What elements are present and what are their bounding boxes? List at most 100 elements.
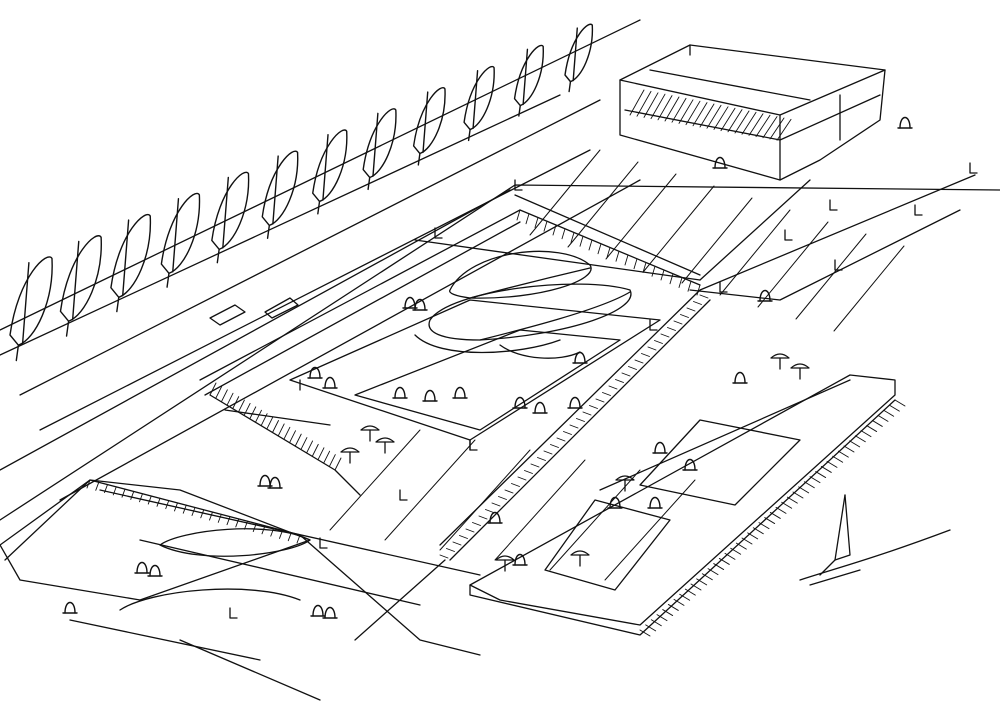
facade-stroke <box>699 103 715 128</box>
paving-stripe <box>494 459 586 561</box>
hatch-stroke <box>595 398 605 403</box>
hatch-stroke <box>317 447 325 461</box>
sail-support <box>367 176 371 191</box>
sailboat <box>799 494 951 586</box>
paving-stripe <box>329 429 421 531</box>
hatch-stroke <box>684 588 696 596</box>
person-figure <box>514 396 526 409</box>
sail-support <box>216 248 220 264</box>
hatch-stroke <box>524 470 533 474</box>
person-figure <box>324 376 336 389</box>
hatch-stroke <box>628 366 637 370</box>
facade-stroke <box>657 95 673 121</box>
hatch-stroke <box>686 307 696 312</box>
paving-stripe <box>529 149 601 236</box>
hatch-stroke <box>696 284 701 296</box>
facade-stroke <box>713 106 729 130</box>
hatch-stroke <box>654 340 663 344</box>
hatch-stroke <box>650 619 662 627</box>
hatch-stroke <box>656 614 668 622</box>
bollard <box>969 162 978 174</box>
bollard <box>319 537 328 549</box>
facade-stroke <box>769 117 785 140</box>
paving-stripe <box>643 185 715 272</box>
hatch-stroke <box>699 294 709 299</box>
sail-mast <box>572 27 578 82</box>
hatch-stroke <box>615 250 620 262</box>
hatch-stroke <box>220 389 228 403</box>
hatch-stroke <box>485 509 494 513</box>
bollard <box>229 607 238 619</box>
person-figure <box>269 476 281 489</box>
sail-support <box>317 200 321 215</box>
person-figure <box>759 289 771 302</box>
hatch-stroke <box>718 557 730 565</box>
hatch-stroke <box>606 247 611 258</box>
hatch-stroke <box>255 409 262 423</box>
hatch-stroke <box>615 379 624 383</box>
hatch-stroke <box>283 426 291 440</box>
hatch-stroke <box>232 396 240 410</box>
person-figure <box>649 496 661 509</box>
facade-stroke <box>678 99 694 124</box>
hatch-stroke <box>174 502 178 512</box>
cars <box>209 297 299 326</box>
sail-mast <box>222 176 230 249</box>
person-figure <box>64 601 76 614</box>
hatch-stroke <box>334 457 342 471</box>
hatch-stroke <box>634 359 644 364</box>
hatch-stroke <box>294 433 302 447</box>
hatch-stroke <box>690 583 702 591</box>
sail-canopy <box>463 65 495 131</box>
paving-lines <box>329 149 905 581</box>
facade-stroke <box>629 89 645 116</box>
person-figure <box>899 116 911 129</box>
hatch-stroke <box>504 489 514 494</box>
person-figure <box>309 366 321 379</box>
hatch-stroke <box>877 414 889 422</box>
ink-layer <box>0 19 1000 701</box>
facade-stroke <box>664 96 680 122</box>
umbrella-canopy <box>340 447 360 453</box>
hatch-stroke <box>713 563 725 571</box>
sail-mast <box>522 48 529 106</box>
hatch-stroke <box>272 420 279 433</box>
hatch-stroke <box>478 515 488 520</box>
hatch-stroke <box>200 509 205 519</box>
hatch-stroke <box>139 493 143 503</box>
sail-canopy <box>513 44 544 107</box>
hatch-stroke <box>639 629 651 637</box>
waterfront-promenade <box>0 174 1000 656</box>
sail-support <box>467 128 471 142</box>
hatch-stroke <box>243 403 251 416</box>
hatch-stroke <box>647 346 657 351</box>
hatch-stroke <box>300 437 308 450</box>
hatch-stroke <box>570 232 575 243</box>
bollard <box>649 319 658 331</box>
umbrella-canopy <box>570 550 590 556</box>
paving-stripe <box>384 439 476 541</box>
sail-support <box>417 152 421 166</box>
hatch-stroke <box>446 548 455 552</box>
sail-mast <box>21 262 30 345</box>
hatch-stroke <box>820 465 832 473</box>
hatch-stroke <box>289 430 296 444</box>
hatch-stroke <box>112 486 117 496</box>
people-figures <box>62 116 913 619</box>
hatch-stroke <box>894 399 906 407</box>
paving-stripe <box>439 449 531 551</box>
hatch-stroke <box>621 372 631 377</box>
hatch-stroke <box>667 327 676 331</box>
hatch-stroke <box>491 502 501 507</box>
hatch-stroke <box>209 511 213 521</box>
sail-mast <box>172 198 180 273</box>
hatch-stroke <box>669 273 674 285</box>
bollard <box>469 439 478 451</box>
hatch-stroke <box>696 578 708 586</box>
hatch-stroke <box>249 406 257 420</box>
hatch-stroke <box>130 491 135 500</box>
hatch-stroke <box>576 418 585 422</box>
sail-mast <box>472 70 479 130</box>
